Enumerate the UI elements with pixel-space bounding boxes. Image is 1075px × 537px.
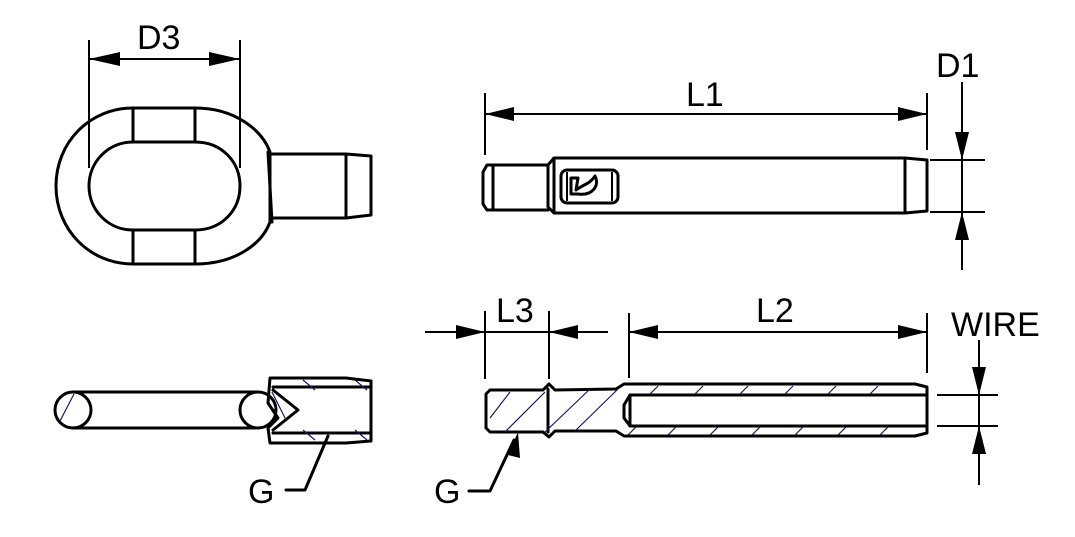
eye-section-view: G: [53, 376, 373, 511]
eye-top-view: D3: [54, 19, 373, 266]
hatch-top: [649, 385, 879, 395]
label-d1: D1: [936, 47, 979, 85]
dimension-l2: L2: [628, 292, 928, 378]
dimension-d3: D3: [88, 19, 241, 168]
dimension-l3: L3: [425, 292, 608, 379]
label-l1: L1: [686, 76, 724, 114]
stud-section-view: L3 L2 WIRE: [425, 292, 1040, 511]
label-wire: WIRE: [951, 306, 1040, 344]
hatch-bottom: [627, 426, 889, 436]
logo-badge: [559, 168, 620, 205]
label-g-left: G: [248, 473, 274, 511]
label-l2: L2: [756, 292, 794, 330]
dimension-wire: WIRE: [937, 306, 1040, 485]
dimension-l1: L1: [484, 76, 928, 155]
stud-side-view: L1 D1: [481, 47, 985, 270]
label-d3: D3: [137, 19, 180, 57]
logo-icon: [569, 174, 598, 196]
dimension-d1: D1: [930, 47, 985, 270]
label-g-right: G: [434, 473, 460, 511]
label-l3: L3: [496, 292, 534, 330]
